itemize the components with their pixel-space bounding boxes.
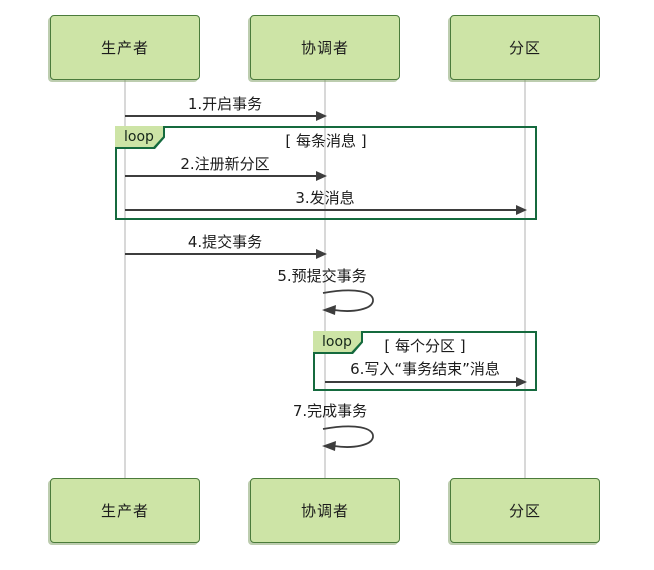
- actor-top-partition: 分区: [450, 15, 600, 80]
- message-arrow-4: [125, 249, 327, 259]
- arrow-head-icon: [516, 205, 527, 215]
- loop-operator-label: loop: [313, 331, 361, 352]
- self-loop-arrow-icon: [322, 425, 374, 451]
- message-arrow-6: [325, 377, 527, 387]
- actor-label: 协调者: [300, 502, 349, 520]
- actor-label: 生产者: [100, 502, 149, 520]
- message-label: 2.注册新分区: [180, 155, 270, 173]
- arrow-head-icon: [316, 171, 327, 181]
- actor-top-coordinator: 协调者: [250, 15, 400, 80]
- actor-bottom-producer: 生产者: [50, 478, 200, 543]
- message-label: 6.写入“事务结束”消息: [350, 360, 500, 378]
- lifeline-coordinator: [324, 80, 326, 478]
- loop-operator-label: loop: [115, 126, 163, 147]
- actor-bottom-coordinator: 协调者: [250, 478, 400, 543]
- actor-label: 分区: [508, 502, 541, 520]
- arrow-head-icon: [516, 377, 527, 387]
- lifeline-producer: [124, 80, 126, 478]
- lifeline-partition: [524, 80, 526, 478]
- message-arrow-3: [125, 205, 527, 215]
- arrow-head-icon: [316, 249, 327, 259]
- loop-condition-label: [ 每个分区 ]: [384, 337, 466, 355]
- message-label: 1.开启事务: [187, 95, 263, 113]
- actor-label: 生产者: [100, 39, 149, 57]
- message-label: 5.预提交事务: [277, 267, 367, 285]
- actor-label: 协调者: [300, 39, 349, 57]
- message-label: 3.发消息: [295, 189, 355, 207]
- loop-operator-badge: loop: [313, 331, 363, 354]
- actor-top-producer: 生产者: [50, 15, 200, 80]
- actor-label: 分区: [508, 39, 541, 57]
- message-label: 7.完成事务: [292, 402, 368, 420]
- message-arrow-1: [125, 111, 327, 121]
- message-label: 4.提交事务: [187, 233, 263, 251]
- arrow-head-icon: [316, 111, 327, 121]
- loop-fragment-per-partition: loop [ 每个分区 ]: [313, 331, 537, 391]
- loop-operator-badge: loop: [115, 126, 165, 149]
- message-arrow-2: [125, 171, 327, 181]
- loop-fragment-per-message: loop [ 每条消息 ]: [115, 126, 537, 220]
- loop-condition-label: [ 每条消息 ]: [285, 132, 367, 150]
- actor-bottom-partition: 分区: [450, 478, 600, 543]
- self-loop-arrow-icon: [322, 289, 374, 315]
